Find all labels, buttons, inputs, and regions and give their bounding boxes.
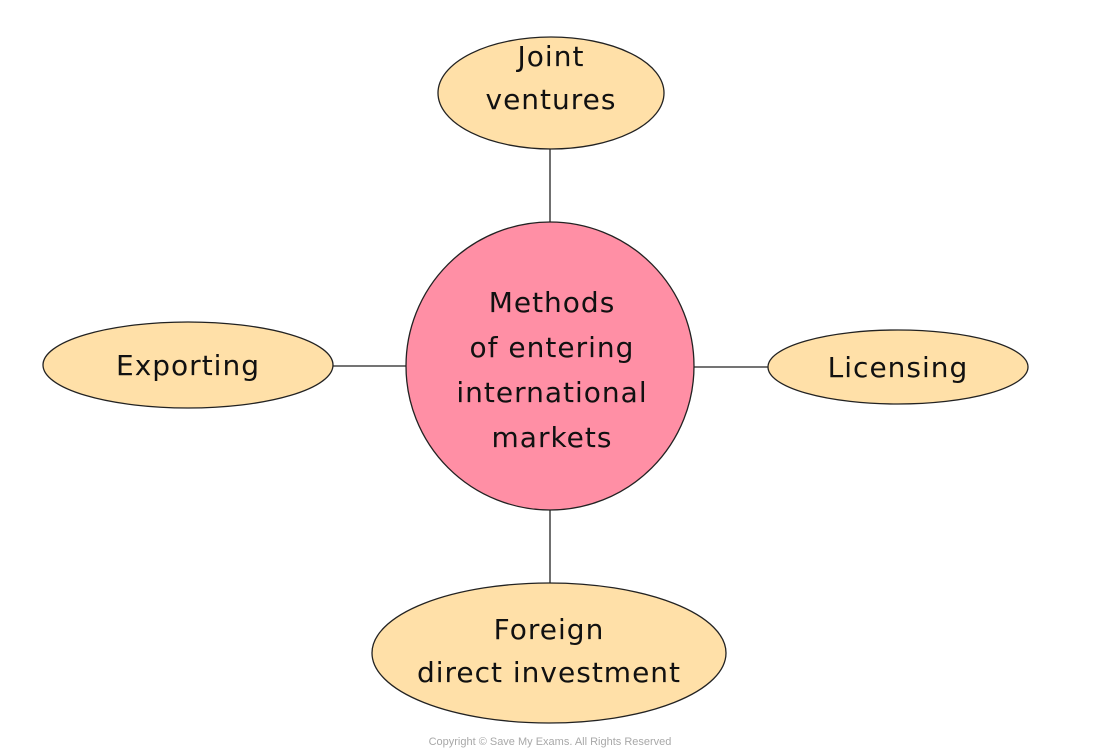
- node-bottom-line-1: Foreign: [494, 613, 605, 646]
- center-line-2: of entering: [470, 331, 635, 364]
- node-left-label: Exporting: [116, 349, 260, 382]
- node-licensing: [767, 329, 1029, 405]
- node-bottom-line-2: direct investment: [417, 656, 681, 689]
- central-circle: [405, 221, 695, 511]
- center-line-3: international: [456, 376, 647, 409]
- center-line-1: Methods: [489, 286, 616, 319]
- center-line-4: markets: [492, 421, 613, 454]
- node-foreign-direct-investment: [371, 582, 727, 724]
- node-exporting: [42, 321, 334, 409]
- node-joint-ventures: [437, 36, 665, 150]
- node-right-label: Licensing: [828, 351, 969, 384]
- node-top-line-1: Joint: [516, 40, 585, 73]
- copyright-notice: Copyright © Save My Exams. All Rights Re…: [429, 736, 672, 748]
- node-top-line-2: ventures: [486, 83, 617, 116]
